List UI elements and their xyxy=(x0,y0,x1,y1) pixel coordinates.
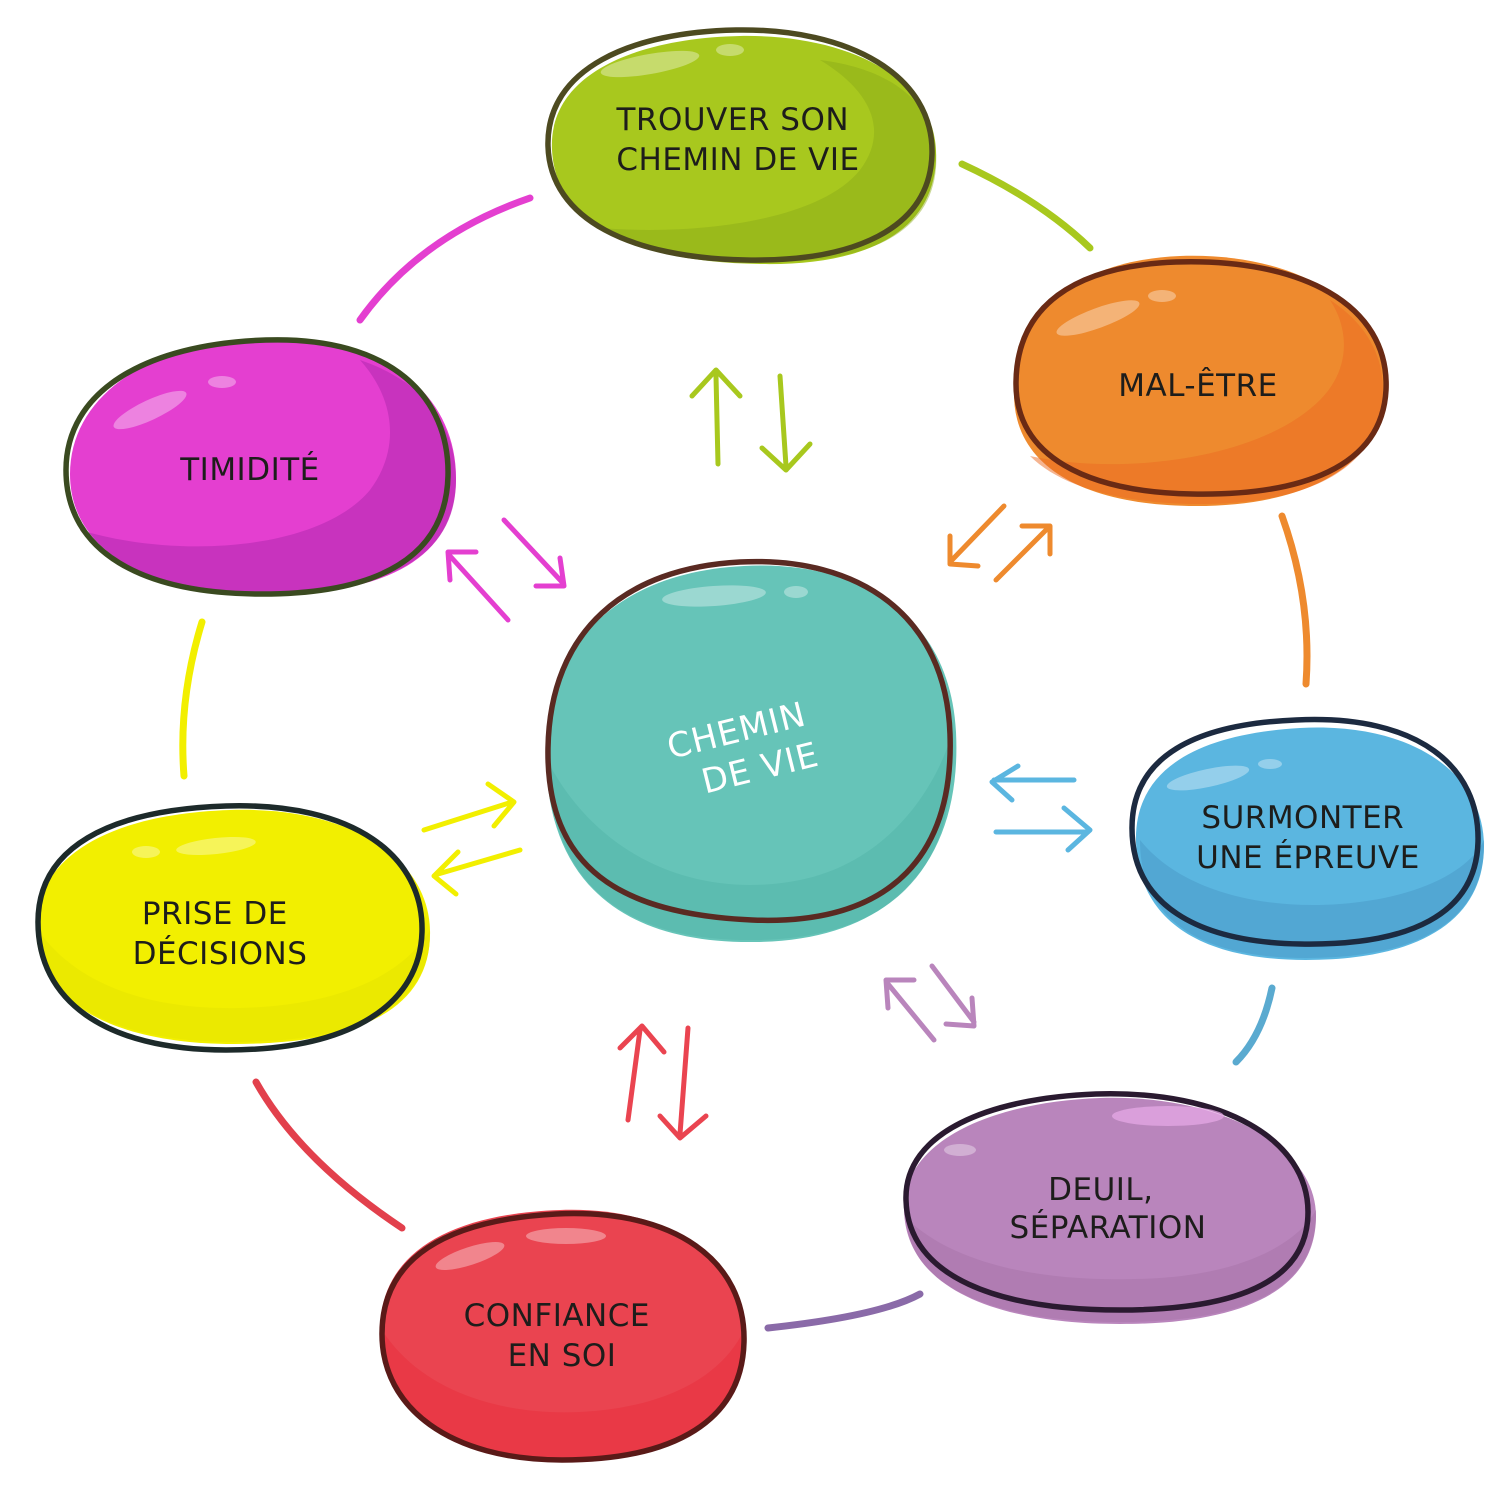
connector-trouver-mal-etre xyxy=(958,160,1094,252)
node-surmonter: SURMONTER UNE ÉPREUVE xyxy=(1129,716,1485,960)
node-trouver-blob xyxy=(551,35,937,265)
arrows-prise xyxy=(421,781,523,897)
node-trouver-line-1: TROUVER SON xyxy=(616,102,850,138)
connector-prise-timidite xyxy=(179,618,206,780)
node-deuil-highlight xyxy=(1112,1106,1224,1126)
arrows-confiance xyxy=(617,1023,709,1141)
node-timidite: TIMIDITÉ xyxy=(63,337,456,597)
node-mal-etre: MAL-ÊTRE xyxy=(1013,255,1389,506)
center-node: CHEMIN DE VIE xyxy=(545,558,957,943)
node-deuil-line-1: DEUIL, xyxy=(1048,1172,1153,1208)
connector-surmonter-deuil xyxy=(1232,984,1276,1066)
connector-timidite-trouver xyxy=(356,194,534,324)
node-timidite-line-1: TIMIDITÉ xyxy=(179,452,320,488)
arrows-mal-etre xyxy=(947,503,1053,583)
arrows-surmonter xyxy=(989,763,1093,853)
node-prise-blob xyxy=(36,809,431,1044)
node-surmonter-line-1: SURMONTER xyxy=(1201,800,1404,836)
svg-text:CONFIANCE EN SOI: CONFIANCE EN SOI xyxy=(464,1298,661,1374)
svg-text:PRISE DE DÉCISIONS: PRISE DE DÉCISIONS xyxy=(133,896,308,972)
node-surmonter-line-2: UNE ÉPREUVE xyxy=(1196,840,1420,876)
connector-confiance-prise xyxy=(252,1078,406,1232)
node-confiance: CONFIANCE EN SOI xyxy=(379,1209,747,1463)
node-deuil: DEUIL, SÉPARATION xyxy=(903,1091,1317,1324)
svg-text:TROUVER SON CHEMIN DE VI: TROUVER SON CHEMIN DE VIE xyxy=(616,102,860,178)
arrows-deuil xyxy=(883,963,977,1043)
center-node-outline xyxy=(545,558,953,924)
svg-text:MAL-ÊTRE: MAL-ÊTRE xyxy=(1118,368,1278,404)
arrows-trouver xyxy=(689,367,813,473)
node-trouver-line-2: CHEMIN DE VIE xyxy=(616,142,859,178)
node-prise-line-1: PRISE DE xyxy=(142,896,288,932)
svg-text:SURMONTER UNE ÉPREUVE: SURMONTER UNE ÉPREUVE xyxy=(1196,800,1420,876)
connector-mal-etre-surmonter xyxy=(1278,512,1311,688)
node-prise: PRISE DE DÉCISIONS xyxy=(35,803,431,1053)
svg-text:TIMIDITÉ: TIMIDITÉ xyxy=(179,452,320,488)
node-confiance-line-2: EN SOI xyxy=(508,1338,617,1374)
center-node-blob xyxy=(545,565,957,943)
center-node-shade xyxy=(548,740,952,941)
svg-text:DEUIL, SÉPARATION: DEUIL, SÉPARATION xyxy=(1010,1172,1207,1246)
node-deuil-blob xyxy=(903,1097,1316,1324)
node-mal-etre-line-1: MAL-ÊTRE xyxy=(1118,368,1278,404)
center-arrows xyxy=(421,367,1093,1141)
ring-connectors xyxy=(179,160,1311,1332)
connector-deuil-confiance xyxy=(764,1290,924,1332)
node-prise-line-2: DÉCISIONS xyxy=(133,936,308,972)
node-trouver: TROUVER SON CHEMIN DE VIE xyxy=(545,27,937,265)
arrows-timidite xyxy=(445,517,567,623)
node-confiance-line-1: CONFIANCE xyxy=(464,1298,650,1334)
node-deuil-line-2: SÉPARATION xyxy=(1010,1210,1207,1246)
